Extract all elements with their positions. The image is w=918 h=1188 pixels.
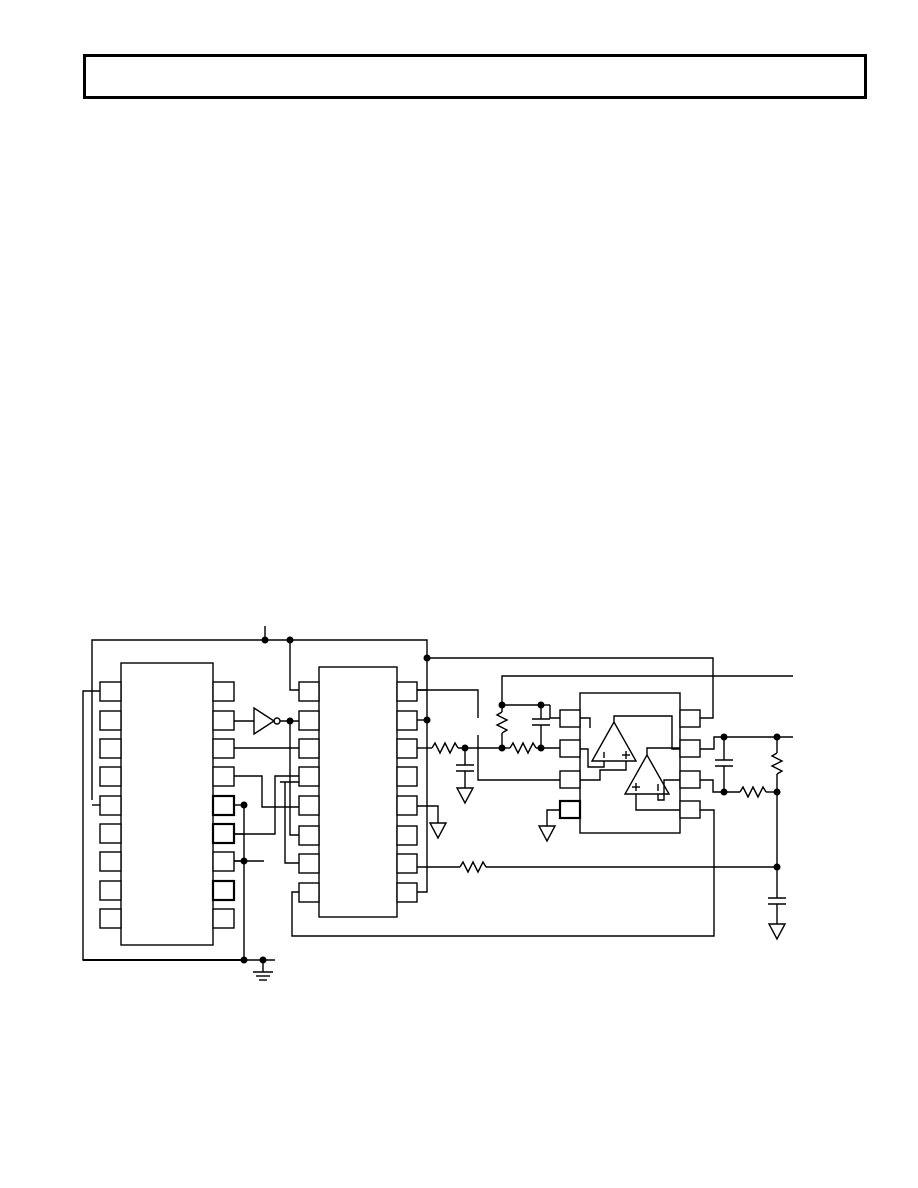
junction-dots: [240, 636, 781, 964]
ic-right-opamp: [558, 692, 701, 834]
header-box: [83, 54, 867, 99]
ic-left: [99, 662, 236, 946]
ic-middle: [298, 666, 418, 918]
